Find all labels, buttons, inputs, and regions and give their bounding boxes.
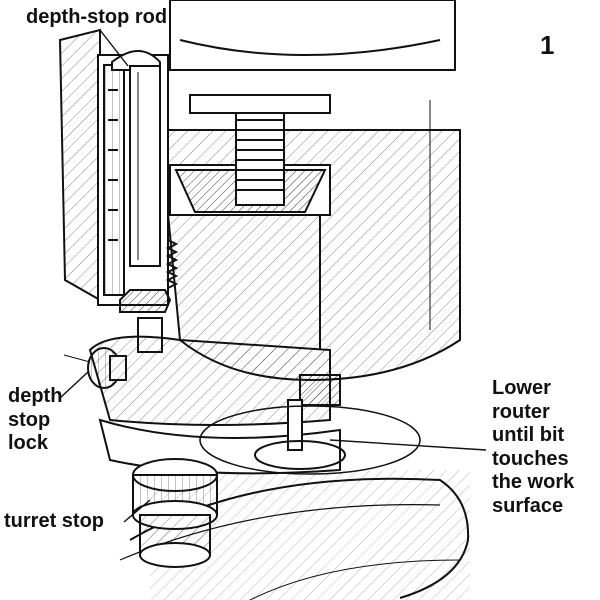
leader-depth-stop-lock [59, 371, 89, 399]
depth-stop-rod [111, 50, 172, 353]
depth-stop-lock-label: depth stop lock [8, 385, 63, 455]
depth-stop-rod-label: depth-stop rod [26, 6, 168, 28]
motor-housing [158, 0, 461, 382]
turret-stop [132, 458, 218, 568]
leader-lower-router [329, 439, 487, 451]
turret-stop-label: turret stop [4, 510, 104, 532]
leader-depth-stop-rod [99, 29, 129, 67]
leader-turret-stop [123, 499, 151, 523]
router-bit [199, 374, 421, 475]
lower-router-instruction: Lower router until bit touches the work … [492, 377, 575, 517]
figure-number: 1 [540, 30, 555, 60]
depth-spring [189, 94, 331, 206]
leader-lines [59, 29, 487, 523]
